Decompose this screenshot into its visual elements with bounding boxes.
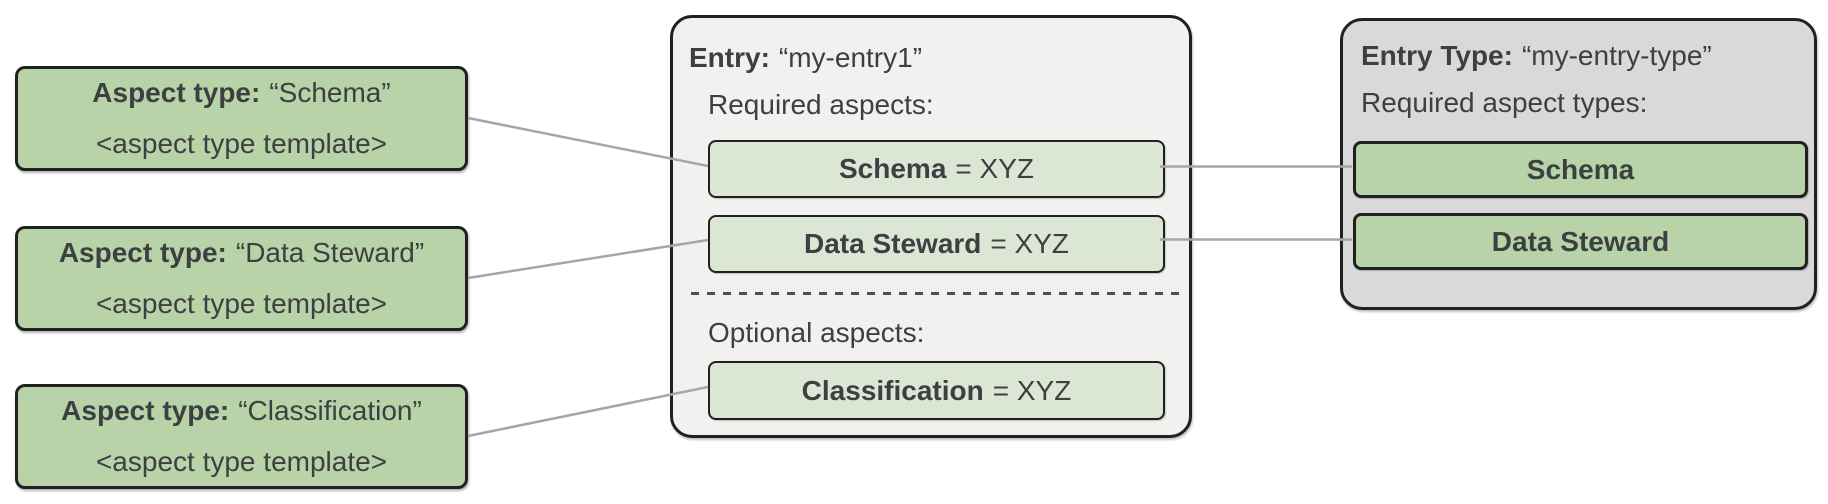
entry-type-title-bold: Entry Type: <box>1361 40 1513 71</box>
entry-type-title: Entry Type: “my-entry-type” <box>1361 39 1712 73</box>
entry-aspect-pill-schema: Schema = XYZ <box>708 140 1165 198</box>
aspect-pill-name: Data Steward <box>804 228 982 259</box>
optional-aspects-label: Optional aspects: <box>708 317 925 348</box>
required-optional-divider <box>691 292 1179 295</box>
entry-title: Entry: “my-entry1” <box>689 41 922 75</box>
aspect-type-box-schema: Aspect type: “Schema” <aspect type templ… <box>15 66 468 171</box>
aspect-type-label-bold: Aspect type: <box>92 77 261 108</box>
aspect-type-label: Aspect type: “Data Steward” <box>59 237 424 269</box>
aspect-type-name: “Schema” <box>269 77 391 108</box>
aspect-pill-value: = XYZ <box>992 374 1072 406</box>
aspect-pill-value: = XYZ <box>990 228 1069 259</box>
entry-type-pill-data-steward: Data Steward <box>1353 213 1808 270</box>
aspect-type-box-classification: Aspect type: “Classification” <aspect ty… <box>15 384 468 489</box>
aspect-pill-value: = XYZ <box>955 153 1034 184</box>
aspect-type-label: Aspect type: “Classification” <box>61 395 422 427</box>
entry-type-box: Entry Type: “my-entry-type” Required asp… <box>1340 18 1817 310</box>
entry-type-pill-schema: Schema <box>1353 141 1808 198</box>
entry-aspect-pill-classification: Classification = XYZ <box>708 361 1165 420</box>
aspect-type-template: <aspect type template> <box>95 446 388 477</box>
aspect-type-label-bold: Aspect type: <box>58 237 227 268</box>
aspect-type-template: <aspect type template> <box>95 128 388 159</box>
aspect-type-label-bold: Aspect type: <box>61 395 230 426</box>
required-aspects-label: Required aspects: <box>708 89 934 120</box>
aspect-type-name: “Data Steward” <box>235 237 425 268</box>
aspect-pill-name: Schema <box>839 153 947 184</box>
aspect-type-label: Aspect type: “Schema” <box>92 77 390 109</box>
aspect-type-name: “Classification” <box>238 395 422 426</box>
entry-type-title-value: “my-entry-type” <box>1521 40 1712 71</box>
aspect-type-template: <aspect type template> <box>95 288 388 319</box>
entry-aspect-pill-data-steward: Data Steward = XYZ <box>708 215 1165 273</box>
aspect-type-box-data-steward: Aspect type: “Data Steward” <aspect type… <box>15 226 468 331</box>
entry-title-bold: Entry: <box>689 42 770 73</box>
entry-box: Entry: “my-entry1” Required aspects: Sch… <box>670 15 1192 438</box>
required-aspect-types-label: Required aspect types: <box>1361 87 1648 118</box>
aspect-pill-name: Classification <box>801 374 984 406</box>
entry-title-value: “my-entry1” <box>778 42 923 73</box>
